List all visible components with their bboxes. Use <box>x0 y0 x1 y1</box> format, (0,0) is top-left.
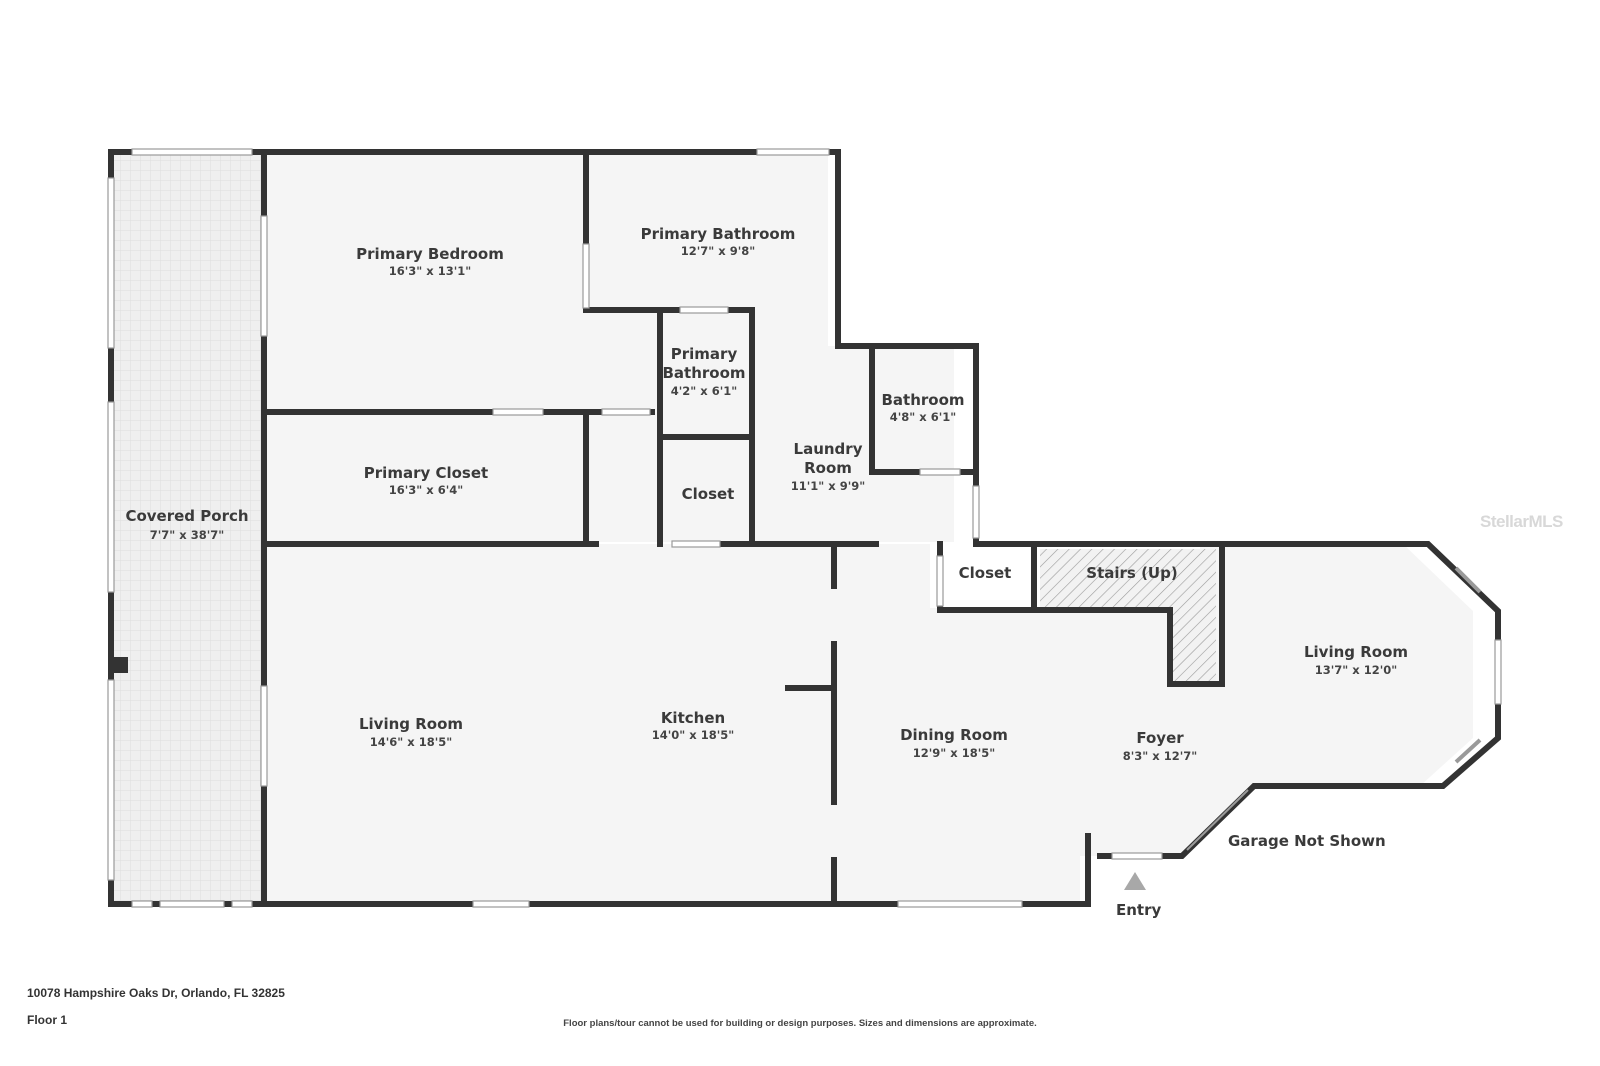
stairs-hatch <box>1040 549 1216 609</box>
footer-address: 10078 Hampshire Oaks Dr, Orlando, FL 328… <box>27 986 285 1000</box>
bathroom-dim: 4'8" x 6'1" <box>890 410 956 424</box>
closet-2-name: Closet <box>959 564 1012 582</box>
covered-porch-name: Covered Porch <box>125 507 248 525</box>
kitchen-name: Kitchen <box>661 709 725 727</box>
primary-bedroom-dim: 16'3" x 13'1" <box>389 264 471 278</box>
covered-porch-dim: 7'7" x 38'7" <box>150 528 224 542</box>
primary-bathroom-large-dim: 12'7" x 9'8" <box>681 244 755 258</box>
living-room-west-name: Living Room <box>359 715 463 733</box>
foyer-name: Foyer <box>1136 729 1184 747</box>
primary-closet-name: Primary Closet <box>364 464 488 482</box>
covered-porch-floor <box>111 152 261 904</box>
stairs-name: Stairs (Up) <box>1086 564 1177 582</box>
kitchen-dim: 14'0" x 18'5" <box>652 728 734 742</box>
floor-fills <box>111 152 1473 904</box>
primary-bathroom-small-name-1: Primary <box>671 345 738 363</box>
garage-note: Garage Not Shown <box>1228 832 1386 850</box>
closet-1-name: Closet <box>682 485 735 503</box>
laundry-room-name-1: Laundry <box>794 440 863 458</box>
laundry-room-name-2: Room <box>804 459 852 477</box>
footer-disclaimer: Floor plans/tour cannot be used for buil… <box>563 1018 1037 1029</box>
windows <box>107 148 1502 908</box>
porch-post <box>112 657 128 673</box>
foyer-dim: 8'3" x 12'7" <box>1123 749 1197 763</box>
laundry-room-dim: 11'1" x 9'9" <box>791 479 865 493</box>
entry-label: Entry <box>1116 901 1161 919</box>
living-room-west-dim: 14'6" x 18'5" <box>370 735 452 749</box>
dining-room-dim: 12'9" x 18'5" <box>913 746 995 760</box>
room-labels: Covered Porch 7'7" x 38'7" Primary Bedro… <box>125 225 1408 919</box>
living-room-east-name: Living Room <box>1304 643 1408 661</box>
living-room-east-dim: 13'7" x 12'0" <box>1315 663 1397 677</box>
stairs-hatch-lower <box>1168 606 1216 684</box>
watermark: StellarMLS <box>1480 512 1563 531</box>
entry-arrow-icon <box>1124 872 1146 890</box>
primary-closet-dim: 16'3" x 6'4" <box>389 483 463 497</box>
primary-bedroom-name: Primary Bedroom <box>356 245 504 263</box>
primary-bathroom-large-name: Primary Bathroom <box>641 225 796 243</box>
primary-bathroom-small-dim: 4'2" x 6'1" <box>671 384 737 398</box>
bathroom-name: Bathroom <box>881 391 964 409</box>
primary-bathroom-small-name-2: Bathroom <box>662 364 745 382</box>
footer-floor: Floor 1 <box>27 1013 68 1027</box>
dining-room-name: Dining Room <box>900 726 1008 744</box>
